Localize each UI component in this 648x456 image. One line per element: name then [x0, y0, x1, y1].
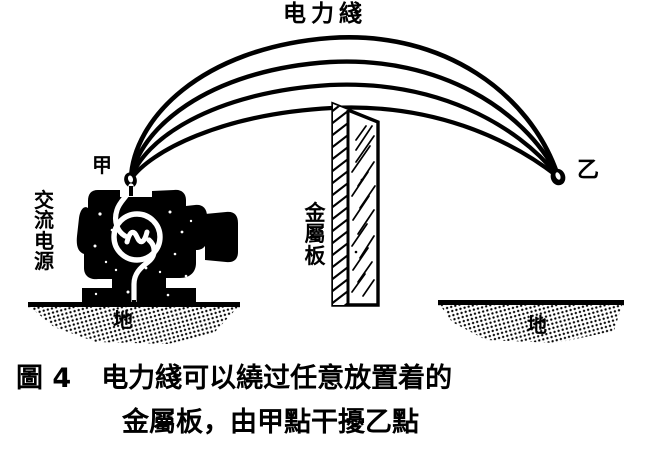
- ground-right-label: 地: [527, 313, 547, 337]
- metal-plate-label-char-2: 屬: [304, 222, 326, 247]
- point-b-label: 乙: [577, 158, 600, 183]
- electric-field-lines: [128, 35, 560, 182]
- caption-line-1: 圖 4 电力綫可以繞过任意放置着的: [16, 356, 452, 395]
- ground-left: [28, 302, 240, 344]
- point-b-node: [550, 168, 566, 186]
- ground-left-label: 地: [113, 308, 133, 332]
- metal-plate-label-char-3: 板: [304, 243, 326, 268]
- ground-line-left: [28, 302, 240, 308]
- metal-plate: [331, 101, 380, 307]
- ac-sine-symbol: [124, 229, 150, 245]
- plate-face-shading: [351, 125, 376, 297]
- field-line-arc-2: [128, 59, 560, 182]
- point-a-label: 甲: [92, 153, 112, 177]
- caption-line-1-text: 电力綫可以繞过任意放置着的: [101, 363, 453, 394]
- field-line-title-label: 电力綫: [283, 1, 367, 27]
- ac-source-label-char-2: 流: [34, 208, 54, 233]
- metal-plate-label: 金 屬 板: [303, 201, 327, 268]
- figure-number: 圖 4: [16, 363, 72, 394]
- ac-source-label-char-1: 交: [34, 188, 54, 212]
- ac-source-label-char-3: 电: [34, 228, 54, 253]
- field-line-arc-3: [128, 82, 560, 182]
- caption-line-2: 金屬板，由甲點干擾乙點: [122, 407, 419, 438]
- wire-upper: [112, 183, 134, 239]
- field-line-arc-1: [128, 35, 560, 182]
- ground-line-right: [438, 300, 624, 306]
- ac-source-label: 交 流 电 源: [33, 190, 55, 272]
- point-a-node: [124, 172, 137, 188]
- metal-plate-label-char-1: 金: [304, 201, 326, 225]
- wire-lower: [131, 237, 157, 305]
- ac-source-label-char-4: 源: [34, 249, 54, 274]
- ac-generator: [76, 183, 238, 312]
